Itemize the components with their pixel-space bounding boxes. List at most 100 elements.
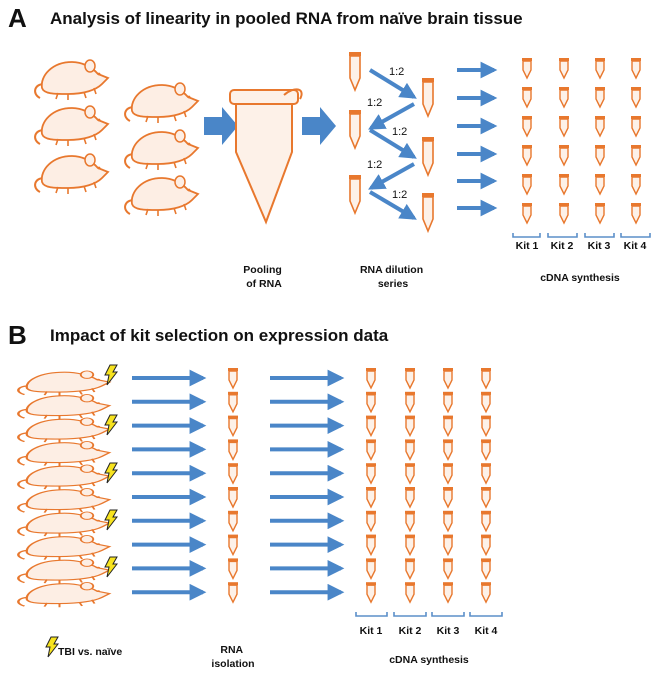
bracket-icon xyxy=(512,233,541,238)
tube-icon xyxy=(480,533,492,556)
tube-icon xyxy=(365,581,377,603)
mouse-icon xyxy=(17,416,111,445)
tube-icon xyxy=(442,391,454,413)
mouse-icon xyxy=(17,487,111,515)
tube-icon xyxy=(558,115,570,137)
tube-icon xyxy=(480,367,492,389)
tube-icon xyxy=(558,202,570,224)
ratio-label: 1:2 xyxy=(367,159,382,171)
tube-icon xyxy=(227,510,239,532)
panel-a-title: Analysis of linearity in pooled RNA from… xyxy=(50,9,523,28)
mouse-icon xyxy=(34,153,109,195)
step-label-line: series xyxy=(378,278,409,290)
block-arrow-icon xyxy=(302,107,336,145)
tube-icon xyxy=(404,414,416,437)
step-label-cdna-a: cDNA synthesis xyxy=(540,272,620,284)
kit-labels-a: Kit 1 Kit 2 Kit 3 Kit 4 xyxy=(516,240,647,252)
kit-label: Kit 1 xyxy=(360,625,383,637)
tube-icon xyxy=(227,462,239,484)
arrows-to-isolation xyxy=(132,369,207,601)
kit-labels-b: Kit 1 Kit 2 Kit 3 Kit 4 xyxy=(360,625,498,637)
step-label-cdna-b: cDNA synthesis xyxy=(389,654,469,666)
tube-icon xyxy=(442,581,454,603)
tube-icon xyxy=(558,173,570,195)
tube-icon xyxy=(442,557,454,580)
tube-icon xyxy=(480,486,492,508)
mouse-icon xyxy=(124,82,199,124)
tube-icon xyxy=(480,510,492,532)
tube-icon xyxy=(404,462,416,484)
mouse-icon xyxy=(17,463,111,492)
bracket-icon xyxy=(431,612,465,617)
tube-icon xyxy=(365,510,377,532)
bracket-icon xyxy=(355,612,388,617)
mouse-icon xyxy=(124,129,199,171)
mouse-icon xyxy=(17,510,111,539)
ratio-label: 1:2 xyxy=(389,66,404,78)
mouse-icon xyxy=(17,534,111,562)
tube-icon xyxy=(521,202,533,224)
tube-icon xyxy=(630,202,642,224)
tube-icon xyxy=(421,77,435,117)
block-arrow-icon xyxy=(204,107,238,145)
bolt-group-b xyxy=(104,364,118,578)
isolation-tubes xyxy=(227,367,239,603)
ratio-label: 1:2 xyxy=(392,126,407,138)
cdna-tubes-b xyxy=(365,367,492,603)
step-label-pooling: Pooling of RNA xyxy=(243,264,284,290)
bracket-icon xyxy=(547,233,578,238)
bracket-icon xyxy=(393,612,427,617)
tube-icon xyxy=(594,57,606,79)
tube-icon xyxy=(348,174,362,214)
tube-icon xyxy=(365,367,377,389)
step-label-line: RNA xyxy=(220,644,243,656)
tube-icon xyxy=(442,367,454,389)
kit-label: Kit 1 xyxy=(516,240,539,252)
mouse-icon xyxy=(34,59,109,101)
tube-icon xyxy=(365,486,377,508)
tube-icon xyxy=(404,581,416,603)
arrows-to-cdna-a xyxy=(457,61,498,217)
tube-icon xyxy=(558,144,570,166)
tube-icon xyxy=(348,109,362,149)
ratio-label: 1:2 xyxy=(367,97,382,109)
tube-icon xyxy=(365,557,377,580)
mouse-icon xyxy=(34,105,109,147)
tube-icon xyxy=(521,173,533,195)
mouse-group-a xyxy=(34,59,199,217)
mouse-icon xyxy=(124,175,199,217)
bracket-icon xyxy=(469,612,503,617)
step-label-line: isolation xyxy=(211,658,254,670)
tube-icon xyxy=(442,438,454,461)
tube-icon xyxy=(630,57,642,79)
kit-brackets-a xyxy=(512,233,651,238)
tube-icon xyxy=(630,86,642,108)
tube-icon xyxy=(630,115,642,137)
step-label-line: of RNA xyxy=(246,278,282,290)
tube-icon xyxy=(404,557,416,580)
tube-icon xyxy=(404,486,416,508)
lightning-icon xyxy=(45,636,59,658)
kit-label: Kit 2 xyxy=(551,240,574,252)
tube-icon xyxy=(404,533,416,556)
tube-icon xyxy=(227,533,239,556)
pooling-tube-icon xyxy=(229,88,303,225)
tube-icon xyxy=(630,144,642,166)
tube-icon xyxy=(521,115,533,137)
tube-icon xyxy=(594,173,606,195)
tube-icon xyxy=(521,57,533,79)
mouse-group-b xyxy=(17,369,111,609)
mouse-icon xyxy=(17,369,111,398)
tube-icon xyxy=(227,486,239,508)
tube-icon xyxy=(227,391,239,413)
tube-icon xyxy=(404,391,416,413)
tube-icon xyxy=(227,557,239,580)
lightning-icon xyxy=(104,462,118,484)
dilution-series: 1:2 1:2 1:2 1:2 1:2 xyxy=(348,51,435,232)
arrow-icon xyxy=(368,190,417,220)
arrows-to-cdna-b xyxy=(270,369,345,601)
legend-tbi: TBI vs. naïve xyxy=(58,646,122,658)
tube-icon xyxy=(630,173,642,195)
tube-icon xyxy=(365,438,377,461)
